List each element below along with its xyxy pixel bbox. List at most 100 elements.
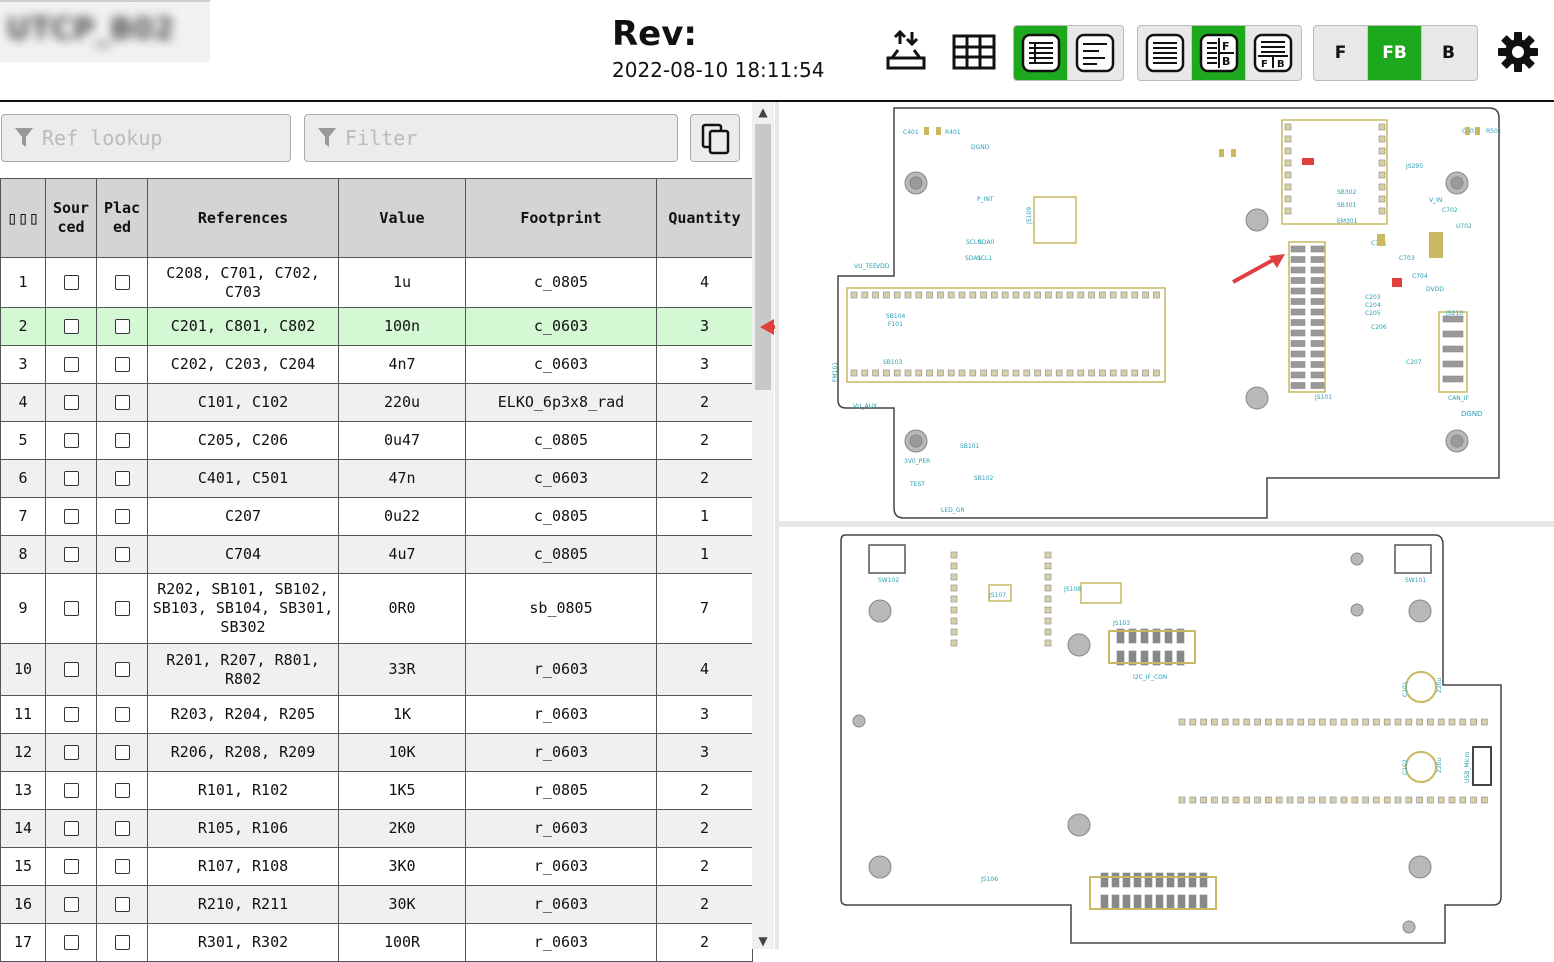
vertical-splitter[interactable] [775,102,779,949]
placed-checkbox[interactable] [114,662,130,677]
placed-checkbox[interactable] [114,897,130,912]
placed-checkbox[interactable] [114,319,130,334]
row-number: 4 [0,383,46,422]
column-header-sourced[interactable]: Sour ced [45,178,97,258]
references-cell: C704 [147,535,339,574]
placed-checkbox[interactable] [114,275,130,290]
placed-checkbox[interactable] [114,935,130,950]
row-number: 9 [0,573,46,644]
sourced-checkbox[interactable] [63,471,79,486]
pad [1284,135,1292,143]
filter-input[interactable]: Filter [304,114,678,162]
placed-checkbox[interactable] [114,395,130,410]
sourced-checkbox[interactable] [63,707,79,722]
sourced-checkbox[interactable] [63,433,79,448]
placed-checkbox[interactable] [114,783,130,798]
placed-checkbox[interactable] [114,601,130,616]
pad [1120,369,1128,377]
pad [1189,796,1197,804]
column-header-quantity[interactable]: Quantity [656,178,753,258]
pad [1044,562,1052,570]
pad [1153,369,1160,377]
pad [1290,308,1306,316]
layout-bom-split-button[interactable]: F B [1246,26,1299,80]
bom-layout-left-button[interactable] [1068,26,1121,80]
column-header-index[interactable]: ▯▯▯ [0,178,46,258]
value-cell: 0u22 [338,497,466,536]
layout-bom-fb-button[interactable]: F B [1192,26,1246,80]
placed-checkbox[interactable] [114,471,130,486]
grid-icon[interactable] [950,28,998,76]
sourced-checkbox[interactable] [63,395,79,410]
svg-text:SCL0: SCL0 [966,239,981,246]
layer-front-button[interactable]: F [1314,26,1368,80]
placed-checkbox[interactable] [114,357,130,372]
svg-text:USB_Micro: USB_Micro [1464,751,1471,783]
sourced-checkbox-cell [45,847,97,886]
placed-checkbox[interactable] [114,509,130,524]
scroll-down-arrow[interactable]: ▼ [758,934,768,948]
ref-lookup-input[interactable]: Ref lookup [1,114,291,162]
sourced-checkbox[interactable] [63,275,79,290]
column-header-placed[interactable]: Plac ed [96,178,148,258]
bom-layout-full-button[interactable] [1014,26,1068,80]
pad [1265,718,1272,726]
horizontal-splitter[interactable] [779,521,1554,527]
column-header-value[interactable]: Value [338,178,466,258]
svg-text:C206: C206 [1371,324,1387,331]
placed-checkbox[interactable] [114,859,130,874]
sourced-checkbox[interactable] [63,897,79,912]
layout-bom-only-button[interactable] [1138,26,1192,80]
placed-checkbox[interactable] [114,707,130,722]
sourced-checkbox[interactable] [63,601,79,616]
sourced-checkbox[interactable] [63,935,79,950]
sourced-checkbox[interactable] [63,319,79,334]
layer-both-button[interactable]: FB [1368,26,1422,80]
placed-checkbox[interactable] [114,433,130,448]
mark-highlight-icon[interactable] [882,28,930,76]
layer-toggle-group: F FB B [1313,25,1478,81]
sourced-checkbox[interactable] [63,509,79,524]
placed-checkbox[interactable] [114,547,130,562]
column-header-references[interactable]: References [147,178,339,258]
copy-bom-button[interactable] [690,114,740,162]
gear-icon[interactable] [1496,30,1540,74]
placed-checkbox[interactable] [114,821,130,836]
sourced-checkbox[interactable] [63,821,79,836]
placed-checkbox[interactable] [114,745,130,760]
scroll-up-arrow[interactable]: ▲ [758,105,768,119]
sourced-checkbox[interactable] [63,547,79,562]
pad [1275,796,1283,804]
sourced-checkbox[interactable] [63,662,79,677]
svg-text:JS108: JS108 [1063,586,1081,593]
column-header-footprint[interactable]: Footprint [465,178,657,258]
sourced-checkbox[interactable] [63,357,79,372]
sourced-checkbox[interactable] [63,783,79,798]
sourced-checkbox[interactable] [63,745,79,760]
placed-checkbox-cell [96,535,148,574]
svg-text:VU_AUX: VU_AUX [853,403,877,410]
pad [1459,718,1467,726]
scrollbar-thumb[interactable] [755,124,771,390]
sourced-checkbox[interactable] [63,859,79,874]
layer-back-button[interactable]: B [1422,26,1475,80]
